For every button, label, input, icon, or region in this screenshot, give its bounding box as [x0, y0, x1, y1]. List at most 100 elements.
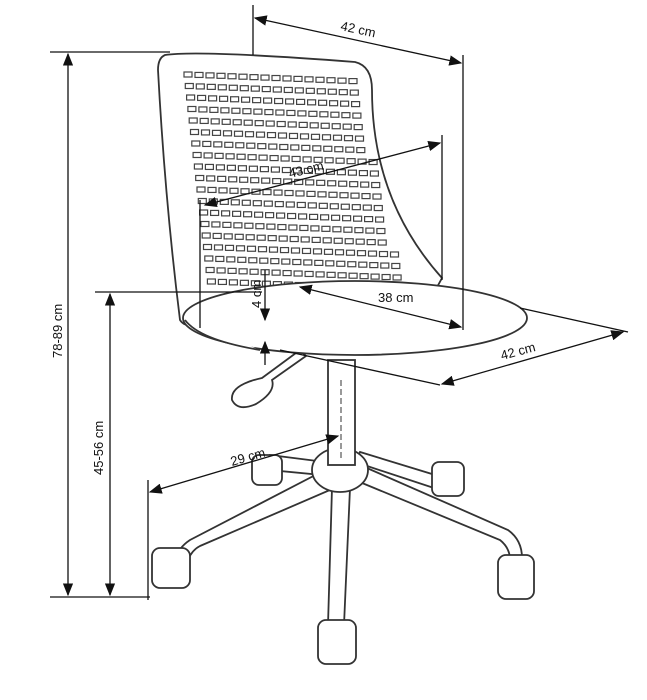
label-seat-depth: 38 cm	[378, 290, 413, 305]
mesh-hole	[348, 272, 358, 279]
label-seat-width: 42 cm	[499, 339, 537, 363]
mesh-hole	[276, 120, 286, 128]
mesh-hole	[201, 232, 211, 239]
mesh-hole	[332, 134, 343, 141]
mesh-hole	[261, 85, 271, 93]
mesh-hole	[365, 227, 375, 234]
mesh-hole	[248, 257, 258, 264]
mesh-hole	[219, 95, 229, 102]
mesh-hole	[205, 72, 215, 79]
mesh-hole	[358, 261, 368, 268]
mesh-hole	[222, 130, 233, 137]
mesh-hole	[287, 121, 297, 128]
mesh-hole	[232, 210, 242, 217]
mesh-hole	[257, 246, 268, 253]
mesh-hole	[209, 106, 219, 113]
mesh-hole	[353, 215, 363, 222]
mesh-hole	[312, 248, 323, 255]
mesh-hole	[378, 250, 389, 258]
mesh-hole	[221, 210, 231, 217]
mesh-hole	[333, 237, 343, 244]
mesh-hole	[274, 97, 284, 105]
mesh-hole	[376, 227, 386, 235]
mesh-hole	[217, 84, 227, 91]
mesh-hole	[288, 132, 299, 140]
mesh-hole	[330, 111, 340, 118]
mesh-hole	[265, 120, 275, 127]
mesh-hole	[293, 75, 303, 83]
mesh-hole	[315, 271, 325, 278]
mesh-hole	[231, 107, 241, 114]
mesh-hole	[369, 262, 379, 269]
mesh-hole	[342, 123, 352, 130]
mesh-hole	[263, 97, 273, 104]
mesh-hole	[216, 72, 226, 79]
mesh-hole	[200, 220, 210, 228]
mesh-hole	[292, 258, 302, 266]
mesh-hole	[187, 105, 197, 113]
mesh-hole	[275, 109, 285, 116]
mesh-hole	[392, 274, 402, 281]
mesh-hole	[223, 233, 233, 240]
mesh-hole	[389, 251, 400, 258]
mesh-hole	[326, 77, 336, 84]
mesh-hole	[242, 108, 252, 115]
mesh-hole	[320, 122, 330, 129]
mesh-hole	[205, 266, 215, 274]
mesh-hole	[192, 151, 202, 159]
mesh-hole	[224, 244, 235, 251]
mesh-hole	[276, 212, 286, 219]
mesh-hole	[325, 260, 335, 267]
mesh-hole	[347, 261, 357, 268]
mesh-hole	[188, 117, 198, 124]
mesh-hole	[296, 98, 306, 106]
mesh-hole	[277, 132, 288, 139]
mesh-hole	[281, 258, 291, 265]
mesh-hole	[239, 85, 249, 92]
mesh-hole	[254, 120, 264, 127]
mesh-hole	[319, 111, 329, 118]
mesh-hole	[208, 95, 218, 102]
mesh-hole	[259, 257, 269, 264]
mesh-hole	[337, 77, 347, 84]
mesh-hole	[377, 239, 387, 246]
mesh-hole	[199, 117, 209, 125]
mesh-hole	[309, 122, 319, 129]
mesh-hole	[221, 118, 231, 125]
mesh-hole	[237, 256, 247, 263]
mesh-hole	[227, 267, 237, 274]
mesh-hole	[206, 83, 216, 90]
chair-drawing	[151, 52, 535, 665]
mesh-hole	[246, 245, 257, 252]
mesh-hole	[320, 214, 330, 221]
mesh-hole	[204, 255, 214, 262]
mesh-hole	[266, 223, 276, 230]
mesh-hole	[183, 71, 193, 78]
mesh-hole	[193, 163, 203, 170]
mesh-hole	[264, 108, 274, 116]
mesh-hole	[230, 96, 240, 103]
mesh-hole	[366, 239, 376, 246]
mesh-hole	[329, 100, 339, 107]
mesh-hole	[322, 237, 332, 244]
mesh-hole	[249, 268, 259, 275]
mesh-hole	[206, 278, 216, 285]
mesh-hole	[191, 140, 201, 147]
mesh-hole	[228, 84, 238, 91]
mesh-hole	[343, 226, 353, 233]
mesh-hole	[321, 225, 331, 232]
mesh-hole	[288, 224, 298, 231]
mesh-hole	[215, 255, 225, 263]
mesh-hole	[213, 244, 224, 251]
mesh-hole	[304, 76, 314, 83]
mesh-hole	[307, 99, 317, 106]
mesh-hole	[353, 123, 363, 131]
mesh-hole	[316, 88, 326, 95]
mesh-hole	[303, 259, 313, 266]
mesh-hole	[268, 246, 279, 253]
mesh-hole	[341, 112, 351, 119]
mesh-hole	[298, 121, 308, 129]
mesh-hole	[286, 109, 296, 117]
mesh-hole	[220, 107, 230, 114]
